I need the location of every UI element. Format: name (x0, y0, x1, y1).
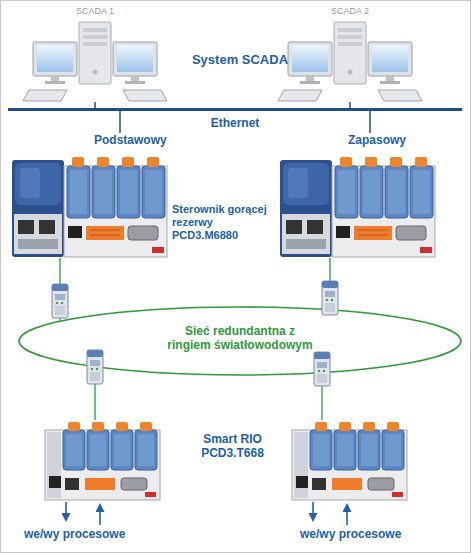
plc-image (280, 157, 435, 257)
computer-icon (23, 22, 167, 101)
scada-workstation: SCADA 2 (278, 6, 422, 102)
output-arrow (65, 502, 67, 514)
node-label: Zapasowy (348, 133, 428, 147)
caption-label: Sterownik gorącej rezerwy PCD3.M6880 (172, 203, 272, 243)
remote-io: we/wy procesowe (20, 420, 170, 545)
io-arrows (66, 502, 347, 525)
scada-workstation: SCADA 1 (23, 6, 167, 102)
caption-label: System SCADA (165, 52, 315, 68)
network-link (369, 111, 371, 133)
input-arrow (99, 511, 101, 525)
node-label: Ethernet (165, 116, 305, 130)
ethernet-bus: Ethernet (8, 108, 462, 111)
network-link (59, 258, 60, 321)
output-arrow (312, 502, 314, 514)
node-label: Podstawowy (94, 133, 174, 147)
node-label: SCADA 1 (23, 6, 167, 17)
rio-image (45, 422, 160, 500)
plc-image (12, 157, 167, 257)
ring-ellipse (19, 307, 461, 375)
fiber-ring: Sieć redundantna z ringiem światłowodowy… (18, 306, 462, 376)
network-switch (322, 281, 338, 315)
rio-image (292, 422, 407, 500)
network-link (119, 111, 121, 133)
network-link (321, 373, 322, 420)
node-label: SCADA 2 (278, 6, 422, 17)
network-link (349, 102, 351, 108)
caption-label: Smart RIO PCD3.T668 (185, 432, 280, 461)
remote-io: we/wy procesowe (288, 420, 438, 545)
node-label: we/wy procesowe (300, 527, 425, 541)
plc-controller: Podstawowy (12, 133, 167, 258)
computer-icon (278, 22, 422, 101)
input-arrow (346, 511, 348, 525)
network-switch (87, 350, 103, 384)
node-label: Sieć redundantna z ringiem światłowodowy… (165, 324, 315, 353)
node-label: we/wy procesowe (24, 527, 149, 541)
plc-controller: Zapasowy (280, 133, 435, 258)
network-switch (52, 284, 68, 318)
network-link (94, 102, 96, 108)
network-link (329, 258, 330, 310)
network-link (94, 367, 95, 420)
network-switch (314, 352, 330, 386)
